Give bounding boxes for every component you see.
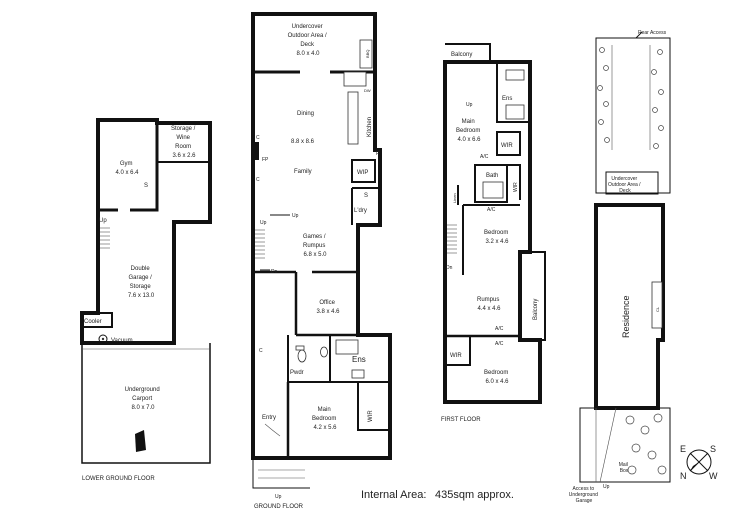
fp-label: FP — [262, 157, 269, 163]
access-label: Access to Underground Garage — [569, 486, 600, 504]
ac-label-3: A/C — [495, 326, 504, 332]
ground-floor-plan: Undercover Outdoor Area / Deck 8.0 x 4.0… — [251, 12, 392, 510]
site-plan: Rear Access Undercover Outdoor Area / De… — [569, 30, 671, 504]
c-label-3: C — [259, 348, 263, 354]
dn-label: Dn — [271, 269, 278, 275]
garage-label: Double Garage / Storage 7.6 x 13.0 — [128, 266, 155, 299]
compass: E S N W — [680, 444, 718, 481]
bedroom-3-label: Bedroom 6.0 x 4.6 — [484, 370, 510, 385]
rumpus-label: Rumpus 4.4 x 4.6 — [477, 297, 501, 312]
family-label: Family — [294, 169, 312, 175]
ground-floor-title: GROUND FLOOR — [254, 504, 304, 510]
lower-ground-floor-title: LOWER GROUND FLOOR — [82, 476, 155, 482]
up-label-3: Up — [275, 494, 282, 500]
first-floor-plan: Balcony Up Ens Main Bedroom 4.0 x 6.6 WI… — [441, 43, 546, 423]
outdoor-label: Undercover Outdoor Area / Deck 8.0 x 4.0 — [288, 24, 329, 57]
site-up-label: Up — [603, 484, 610, 490]
dining-label: Dining — [297, 111, 314, 117]
first-floor-title: FIRST FLOOR — [441, 417, 481, 423]
up-label-2: Up — [292, 213, 299, 219]
main-bedroom-label: Main Bedroom 4.0 x 6.6 — [456, 119, 482, 143]
stair-s-label: S — [364, 193, 368, 199]
c-label-2: C — [256, 177, 260, 183]
main-bedroom-label: Main Bedroom 4.2 x 5.6 — [312, 407, 338, 431]
stair-s-label: S — [144, 183, 148, 189]
wir-label-1: WIR — [501, 143, 513, 149]
ens-label: Ens — [352, 355, 366, 364]
wip-label: WIP — [357, 170, 368, 176]
office-label: Office 3.8 x 4.6 — [316, 300, 340, 315]
compass-n: N — [680, 471, 687, 481]
carport-label: Underground Carport 8.0 x 7.0 — [125, 387, 162, 411]
residence-label: Residence — [621, 295, 631, 338]
mail-box-label: Mail Box — [619, 462, 630, 474]
balcony-side-label: Balcony — [533, 299, 539, 320]
linen-label: Linen — [452, 193, 457, 203]
internal-area-value: 435sqm approx. — [435, 489, 514, 501]
kitchen-label: Kitchen — [367, 117, 373, 137]
lower-ground-floor-plan: Storage / Wine Room 3.6 x 2.6 Gym 4.0 x … — [80, 118, 212, 482]
games-label: Games / Rumpus 6.8 x 5.0 — [303, 234, 327, 258]
bedroom-2-label: Bedroom 3.2 x 4.6 — [484, 230, 510, 245]
internal-area-label: Internal Area: — [361, 489, 426, 501]
fridge-label: F — [376, 151, 379, 157]
entry-label: Entry — [262, 415, 276, 421]
compass-s: S — [710, 444, 716, 454]
ldry-label: L'dry — [354, 208, 367, 214]
compass-w: W — [709, 471, 718, 481]
dw-label: DW — [364, 88, 371, 93]
wir-label-2: WIR — [450, 353, 462, 359]
up-label-1: Up — [260, 220, 267, 226]
wir-vertical-label: WIR — [513, 182, 519, 192]
up-label: Up — [99, 218, 107, 224]
up-label: Up — [466, 102, 473, 108]
wir-label: WIR — [368, 410, 374, 422]
cooler-label: Cooler — [84, 319, 102, 325]
rear-access-label: Rear Access — [638, 30, 667, 36]
storage-label: Storage / Wine Room 3.6 x 2.6 — [171, 126, 197, 159]
dn-label: Dn — [446, 265, 453, 271]
bath-label: Bath — [486, 173, 498, 179]
ac-label-4: A/C — [495, 341, 504, 347]
ground-outline — [251, 12, 392, 460]
pwdr-label: Pwdr — [290, 370, 304, 376]
vacuum-label: Vacuum — [111, 338, 133, 344]
site-outdoor-label: Undercover Outdoor Area / Deck — [608, 176, 642, 194]
bbq-label: BBQ — [365, 50, 370, 58]
ac-label-1: A/C — [480, 154, 489, 160]
cl-label: CL — [655, 306, 660, 312]
dining-size-label: 8.8 x 8.6 — [291, 139, 315, 145]
internal-area: Internal Area: 435sqm approx. — [361, 489, 514, 501]
gym-label: Gym 4.0 x 6.4 — [115, 161, 139, 176]
compass-e: E — [680, 444, 686, 454]
balcony-top-label: Balcony — [451, 52, 472, 58]
ac-label-2: A/C — [487, 207, 496, 213]
ens-label: Ens — [502, 96, 512, 102]
c-label-1: C — [256, 135, 260, 141]
